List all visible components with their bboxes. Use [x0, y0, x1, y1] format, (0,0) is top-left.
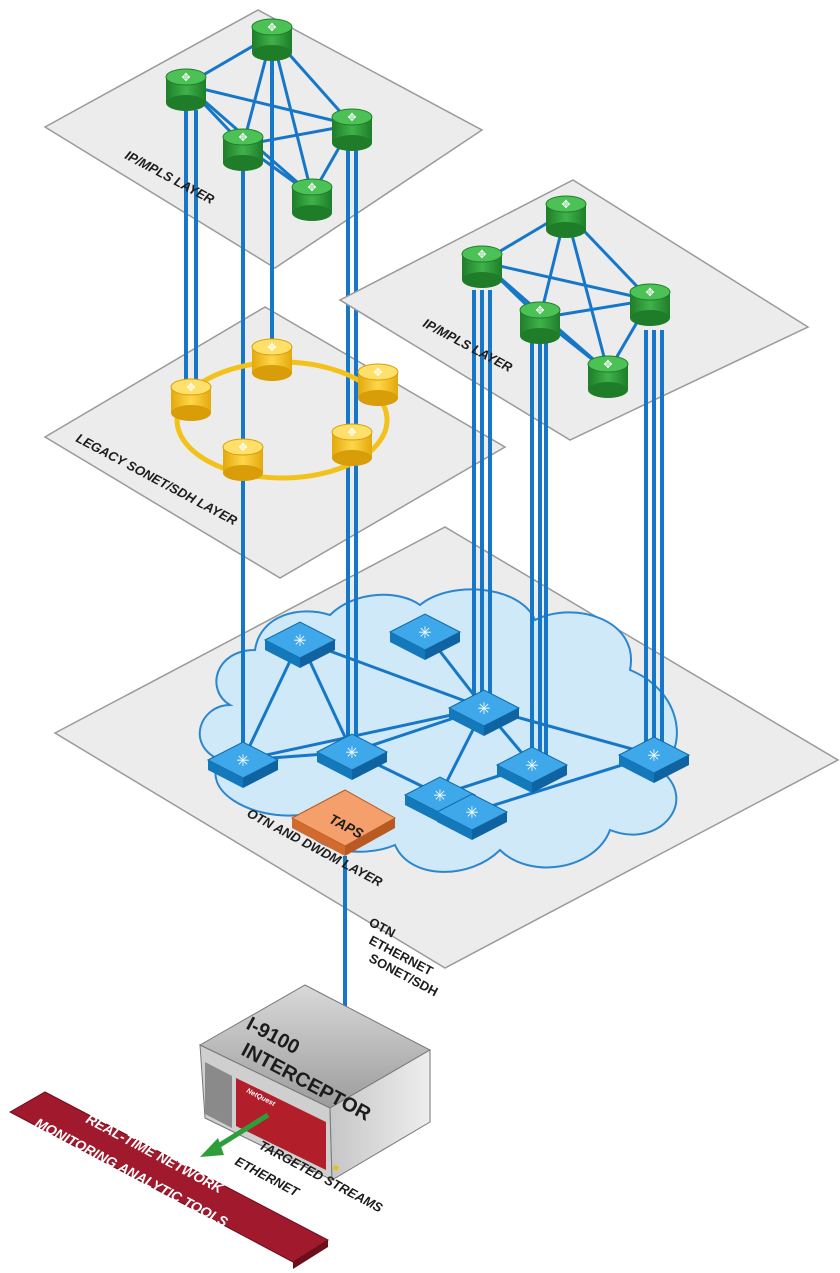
svg-text:✥: ✥: [181, 71, 190, 84]
svg-text:✥: ✥: [267, 21, 276, 34]
sonet-node-icon: ✥: [170, 378, 212, 421]
router-icon: ✥: [222, 128, 264, 171]
svg-text:✳: ✳: [433, 786, 446, 805]
switch-icon: ✳: [315, 733, 389, 780]
ip-routers: ✥ ✥ ✥ ✥ ✥ ✥ ✥ ✥ ✥ ✥: [165, 18, 671, 398]
svg-text:✳: ✳: [418, 623, 431, 642]
sonet-node-icon: ✥: [357, 363, 399, 406]
svg-text:✥: ✥: [561, 198, 570, 211]
sonet-node-icon: ✥: [222, 438, 264, 481]
switch-icon: ✳: [495, 746, 569, 793]
switch-icon: ✳: [263, 621, 337, 668]
sonet-nodes: ✥ ✥ ✥ ✥ ✥: [170, 338, 399, 481]
svg-text:✥: ✥: [238, 131, 247, 144]
switch-icon: ✳: [206, 741, 280, 788]
svg-text:✳: ✳: [477, 699, 490, 718]
output-arrow: [200, 1112, 270, 1157]
switch-icon: ✳: [388, 613, 462, 660]
otn-switches: ✳ ✳ ✳ ✳ ✳ ✳ ✳ ✳ ✳: [206, 613, 691, 840]
svg-text:✥: ✥: [347, 426, 356, 439]
interceptor-appliance: NetQuest I-9100 INTERCEPTOR: [198, 984, 432, 1181]
svg-text:✥: ✥: [645, 286, 654, 299]
legacy-sonet-layer: [43, 306, 507, 579]
svg-text:✥: ✥: [238, 441, 247, 454]
svg-text:✥: ✥: [307, 181, 316, 194]
ip-mpls-layer-right: [338, 179, 810, 441]
svg-text:✥: ✥: [477, 248, 486, 261]
svg-text:✳: ✳: [345, 743, 358, 762]
router-icon: ✥: [251, 18, 293, 61]
switch-icon: ✳: [447, 689, 521, 736]
inter-layer-links-left: [184, 60, 358, 760]
svg-text:✥: ✥: [535, 304, 544, 317]
router-icon: ✥: [519, 301, 561, 344]
svg-text:✳: ✳: [647, 746, 660, 765]
sonet-node-icon: ✥: [251, 338, 293, 381]
inter-layer-links-right: [472, 290, 664, 760]
svg-text:✳: ✳: [293, 631, 306, 650]
router-icon: ✥: [545, 195, 587, 238]
svg-text:✥: ✥: [347, 111, 356, 124]
router-icon: ✥: [629, 283, 671, 326]
svg-text:✳: ✳: [236, 751, 249, 770]
router-icon: ✥: [587, 355, 629, 398]
sonet-node-icon: ✥: [331, 423, 373, 466]
router-icon: ✥: [291, 178, 333, 221]
svg-text:✥: ✥: [186, 381, 195, 394]
svg-text:✳: ✳: [465, 803, 478, 822]
svg-text:✥: ✥: [267, 341, 276, 354]
ip-mpls-layer-left: [43, 9, 484, 269]
taps-box: TAPS: [290, 789, 397, 856]
router-icon: ✥: [461, 245, 503, 288]
svg-text:✥: ✥: [373, 366, 382, 379]
switch-icon: ✳: [617, 736, 691, 783]
switch-icon: ✳: [435, 793, 509, 840]
svg-text:✳: ✳: [525, 756, 538, 775]
router-icon: ✥: [331, 108, 373, 151]
otn-dwdm-layer: [53, 526, 840, 969]
svg-text:✥: ✥: [603, 358, 612, 371]
power-led: [333, 1165, 339, 1171]
router-icon: ✥: [165, 68, 207, 111]
